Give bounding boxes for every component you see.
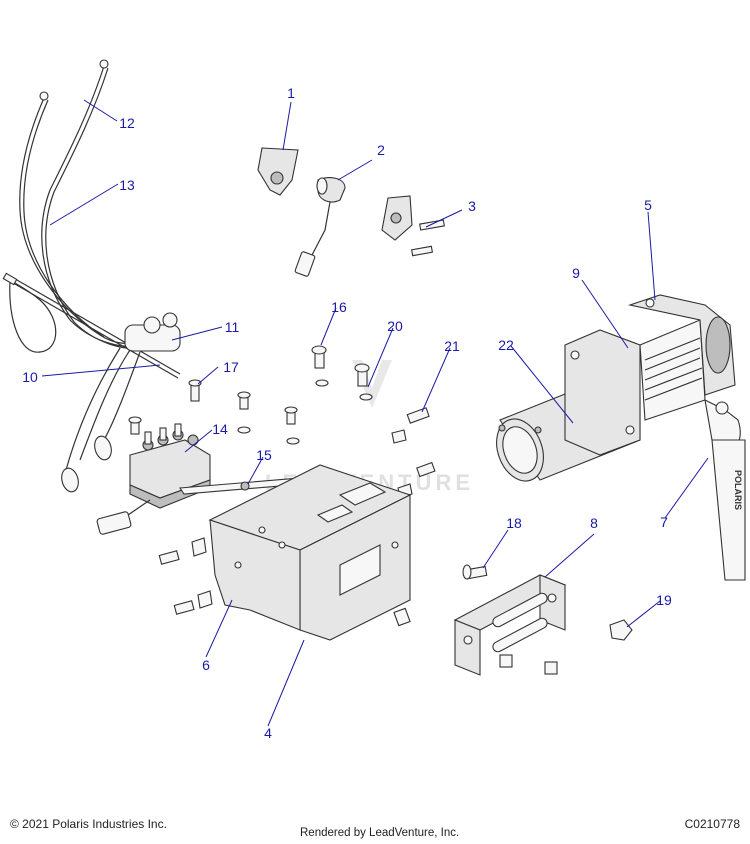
callout-22: 22 — [498, 337, 514, 353]
callout-14: 14 — [212, 421, 228, 437]
watermark: LEADVENTURE — [265, 360, 470, 495]
strap-text: POLARIS — [733, 470, 743, 510]
callout-18: 18 — [506, 515, 522, 531]
callout-1: 1 — [287, 85, 295, 101]
callout-2: 2 — [377, 142, 385, 158]
callout-9: 9 — [572, 265, 580, 281]
winch-switch-assembly — [257, 147, 445, 277]
callout-5: 5 — [644, 197, 652, 213]
callout-17: 17 — [223, 359, 239, 375]
callout-8: 8 — [590, 515, 598, 531]
roller-fairlead — [453, 564, 633, 676]
callout-11: 11 — [225, 319, 240, 335]
winch-assembly: POLARIS — [496, 294, 746, 581]
winch-wiring-harness — [2, 59, 181, 493]
callout-19: 19 — [656, 592, 672, 608]
callout-3: 3 — [468, 198, 476, 214]
callout-labels: 1 2 3 4 5 6 7 8 9 10 11 12 13 14 15 16 1… — [22, 85, 672, 741]
diagram-code: C0210778 — [684, 817, 740, 831]
callout-7: 7 — [660, 514, 668, 530]
callout-21: 21 — [444, 338, 460, 354]
callout-13: 13 — [119, 177, 135, 193]
winch-contactor-relay — [96, 423, 211, 535]
callout-20: 20 — [387, 318, 403, 334]
callout-10: 10 — [22, 369, 38, 385]
callout-15: 15 — [256, 447, 272, 463]
copyright-notice: © 2021 Polaris Industries Inc. — [10, 817, 167, 831]
callout-12: 12 — [119, 115, 135, 131]
winch-mounting-plate — [158, 464, 412, 641]
callout-6: 6 — [202, 657, 210, 673]
leader-lines — [41, 99, 709, 727]
rendered-by-credit: Rendered by LeadVenture, Inc. — [300, 827, 460, 839]
callout-4: 4 — [264, 725, 272, 741]
fasteners-group-left — [128, 345, 436, 498]
callout-16: 16 — [331, 299, 347, 315]
